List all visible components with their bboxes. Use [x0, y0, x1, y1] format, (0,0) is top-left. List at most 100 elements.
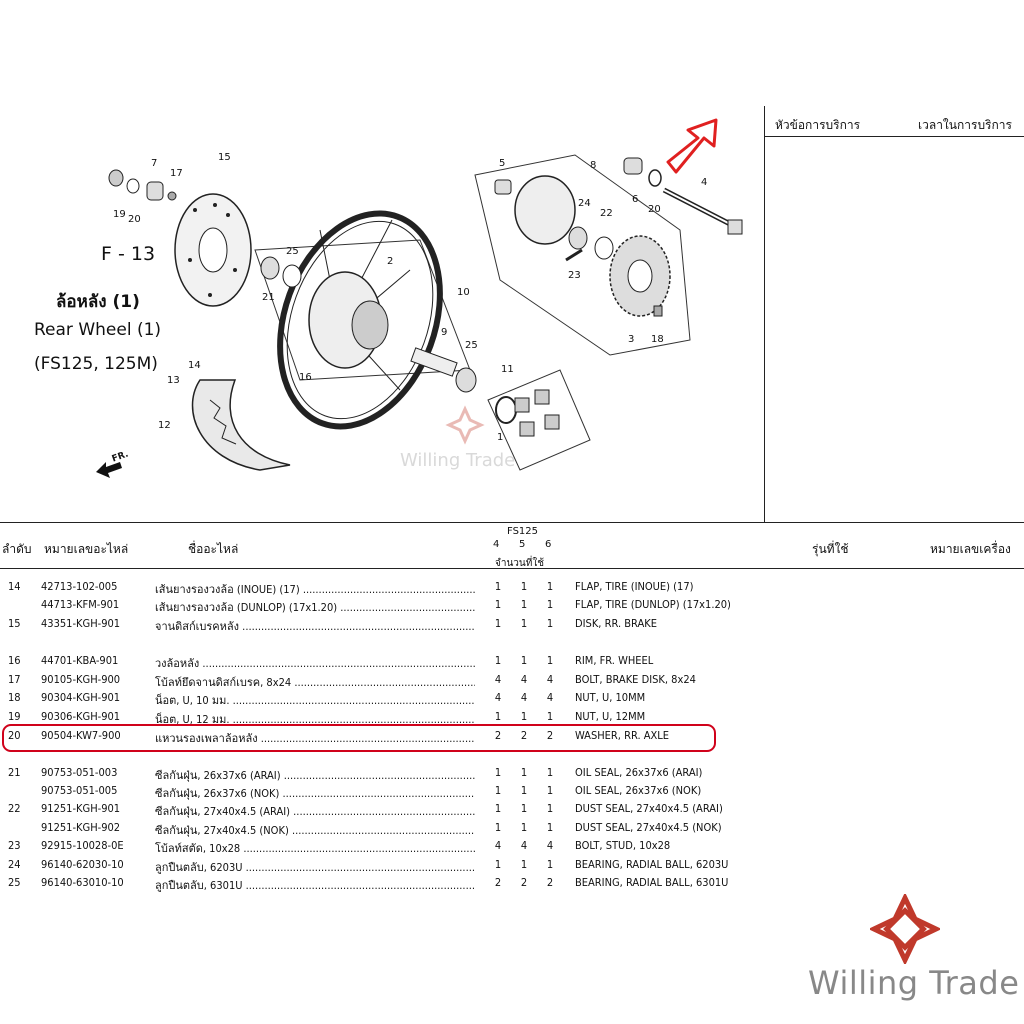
row-qty-4: 1 [494, 617, 502, 630]
row-qty-6: 4 [546, 673, 554, 686]
col-header-part-no: หมายเลขอะไหล่ [44, 542, 129, 556]
row-qty-6: 1 [546, 802, 554, 815]
row-part-number: 96140-62030-10 [41, 858, 124, 871]
callout-7: 7 [151, 158, 157, 169]
col-header-q4: 4 [493, 539, 500, 550]
row-qty-4: 1 [494, 858, 502, 871]
row-part-name: ซีลกันฝุ่น, 27x40x4.5 (ARAI) [155, 802, 475, 820]
diagram-watermark-text: Willing Trade [400, 450, 516, 471]
table-row: 2090504-KW7-900แหวนรองเพลาล้อหลัง222WASH… [0, 729, 1024, 747]
front-direction-icon [96, 462, 122, 478]
row-description: NUT, U, 12MM [575, 710, 646, 723]
row-part-number: 90304-KGH-901 [41, 691, 121, 704]
col-header-model-group: FS125 [507, 526, 539, 537]
row-qty-5: 1 [520, 766, 528, 779]
callout-5: 5 [499, 158, 505, 169]
service-time-header: เวลาในการบริการ [918, 118, 1012, 132]
row-part-number: 44701-KBA-901 [41, 654, 119, 667]
row-qty-4: 1 [494, 802, 502, 815]
callout-18: 18 [651, 334, 664, 345]
row-part-number: 96140-63010-10 [41, 876, 124, 889]
row-description: DUST SEAL, 27x40x4.5 (ARAI) [575, 802, 723, 815]
row-qty-6: 1 [546, 710, 554, 723]
row-qty-6: 1 [546, 858, 554, 871]
row-description: BOLT, STUD, 10x28 [575, 839, 671, 852]
o-ring-part [495, 396, 517, 424]
row-qty-4: 2 [494, 876, 502, 889]
row-qty-5: 1 [520, 784, 528, 797]
row-qty-6: 1 [546, 766, 554, 779]
callout-12: 12 [158, 420, 171, 431]
row-qty-5: 4 [520, 691, 528, 704]
table-header-rule [0, 568, 1024, 569]
row-qty-6: 1 [546, 821, 554, 834]
row-qty-6: 1 [546, 654, 554, 667]
row-qty-4: 1 [494, 710, 502, 723]
brake-disc-part [174, 193, 252, 307]
row-description: OIL SEAL, 26x37x6 (NOK) [575, 784, 702, 797]
row-description: OIL SEAL, 26x37x6 (ARAI) [575, 766, 703, 779]
row-part-number: 90753-051-005 [41, 784, 118, 797]
damper-rubber-part [514, 389, 560, 437]
row-qty-4: 1 [494, 821, 502, 834]
row-description: FLAP, TIRE (INOUE) (17) [575, 580, 694, 593]
row-qty-5: 1 [520, 821, 528, 834]
callout-21: 21 [262, 292, 275, 303]
callout-20b: 20 [648, 204, 661, 215]
callout-15: 15 [218, 152, 231, 163]
callout-8: 8 [590, 160, 596, 171]
row-qty-5: 1 [520, 710, 528, 723]
callout-2: 2 [387, 256, 393, 267]
row-part-name: น็อต, U, 10 มม. [155, 691, 475, 709]
service-topic-header: หัวข้อการบริการ [775, 118, 861, 132]
row-part-number: 43351-KGH-901 [41, 617, 121, 630]
callout-22: 22 [600, 208, 613, 219]
table-top-rule [0, 522, 1024, 523]
row-index: 14 [8, 580, 21, 593]
col-header-qty: จำนวนที่ใช้ [495, 558, 545, 569]
callout-24: 24 [578, 198, 591, 209]
row-qty-4: 1 [494, 654, 502, 667]
row-qty-4: 1 [494, 766, 502, 779]
row-index: 24 [8, 858, 21, 871]
row-description: WASHER, RR. AXLE [575, 729, 670, 742]
row-description: DUST SEAL, 27x40x4.5 (NOK) [575, 821, 722, 834]
row-index: 21 [8, 766, 21, 779]
callout-9: 9 [441, 327, 447, 338]
row-qty-4: 2 [494, 729, 502, 742]
row-part-name: โบ้ลท์สตัด, 10x28 [155, 839, 475, 857]
callout-10: 10 [457, 287, 470, 298]
row-qty-6: 4 [546, 839, 554, 852]
row-qty-5: 1 [520, 654, 528, 667]
col-header-q5: 5 [519, 539, 526, 550]
row-part-name: แหวนรองเพลาล้อหลัง [155, 729, 475, 747]
service-panel: หัวข้อการบริการ เวลาในการบริการ [764, 106, 1024, 522]
sprocket-part [609, 235, 671, 317]
col-header-index: ลำดับ [2, 542, 32, 556]
col-header-part-name: ชื่ออะไหล่ [188, 542, 239, 556]
row-part-number: 42713-102-005 [41, 580, 118, 593]
row-part-number: 90306-KGH-901 [41, 710, 121, 723]
sprocket-group-frame [474, 154, 691, 356]
service-panel-header: หัวข้อการบริการ เวลาในการบริการ [765, 106, 1024, 137]
row-part-name: จานดิสก์เบรคหลัง [155, 617, 475, 635]
row-part-number: 90753-051-003 [41, 766, 118, 779]
col-header-used-model: รุ่นที่ใช้ [812, 542, 849, 556]
damper-group-frame [487, 369, 591, 471]
row-part-name: โบ้ลท์ยึดจานดิสก์เบรค, 8x24 [155, 673, 475, 691]
row-index: 18 [8, 691, 21, 704]
diagram-models: (FS125, 125M) [34, 354, 158, 374]
row-part-number: 92915-10028-0E [41, 839, 124, 852]
brand-logo-icon [870, 894, 940, 964]
row-part-number: 44713-KFM-901 [41, 598, 120, 611]
collar-washer-parts [623, 157, 662, 187]
callout-25b: 25 [465, 340, 478, 351]
